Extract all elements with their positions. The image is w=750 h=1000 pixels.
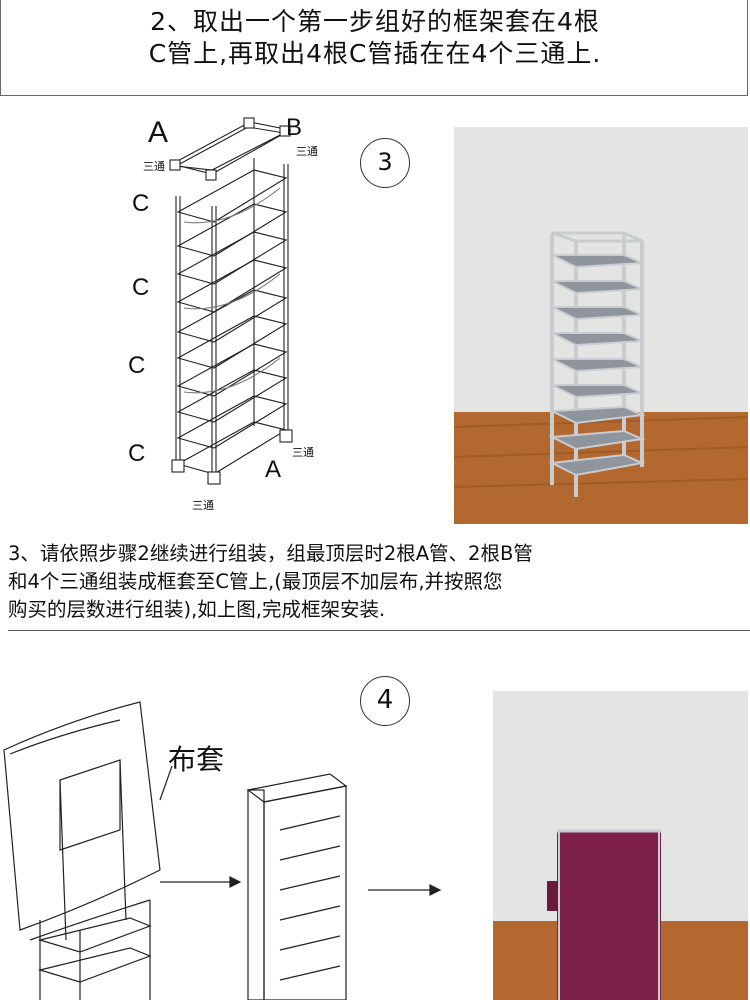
step3-number-badge: 3 xyxy=(360,138,410,188)
step3-photo-frame xyxy=(454,127,748,524)
step2-instruction: 2、取出一个第一步组好的框架套在4根 C管上,再取出4根C管插在在4个三通上. xyxy=(0,6,750,70)
step3-frame-diagram xyxy=(169,117,293,485)
label-c-4: C xyxy=(128,440,146,467)
step4-photo-covered-rack xyxy=(493,691,748,1000)
step4-cover-diagram xyxy=(3,701,442,1000)
step4-number-badge: 4 xyxy=(360,676,410,726)
label-tee-bottom-right: 三通 xyxy=(292,446,314,459)
section-divider xyxy=(8,630,750,631)
label-c-1: C xyxy=(132,190,150,217)
label-tee-top-left: 三通 xyxy=(143,160,165,173)
step2-frame xyxy=(0,0,748,96)
step3-instruction: 3、请依照步骤2继续进行组装，组最顶层时2根A管、2根B管 和4个三通组装成框套… xyxy=(8,542,533,621)
step2-line-2: C管上,再取出4根C管插在在4个三通上. xyxy=(148,39,602,68)
label-tee-bottom: 三通 xyxy=(192,499,214,512)
label-a-top: A xyxy=(148,116,169,149)
cloth-label-pointer xyxy=(159,766,173,801)
step2-line-1: 2、取出一个第一步组好的框架套在4根 xyxy=(150,7,600,36)
label-c-2: C xyxy=(132,274,150,301)
label-c-3: C xyxy=(128,352,146,379)
label-a-bottom: A xyxy=(265,456,282,483)
cloth-cover-label: 布套 xyxy=(168,743,225,776)
label-tee-top-right: 三通 xyxy=(296,145,318,158)
label-b-top: B xyxy=(286,114,303,141)
